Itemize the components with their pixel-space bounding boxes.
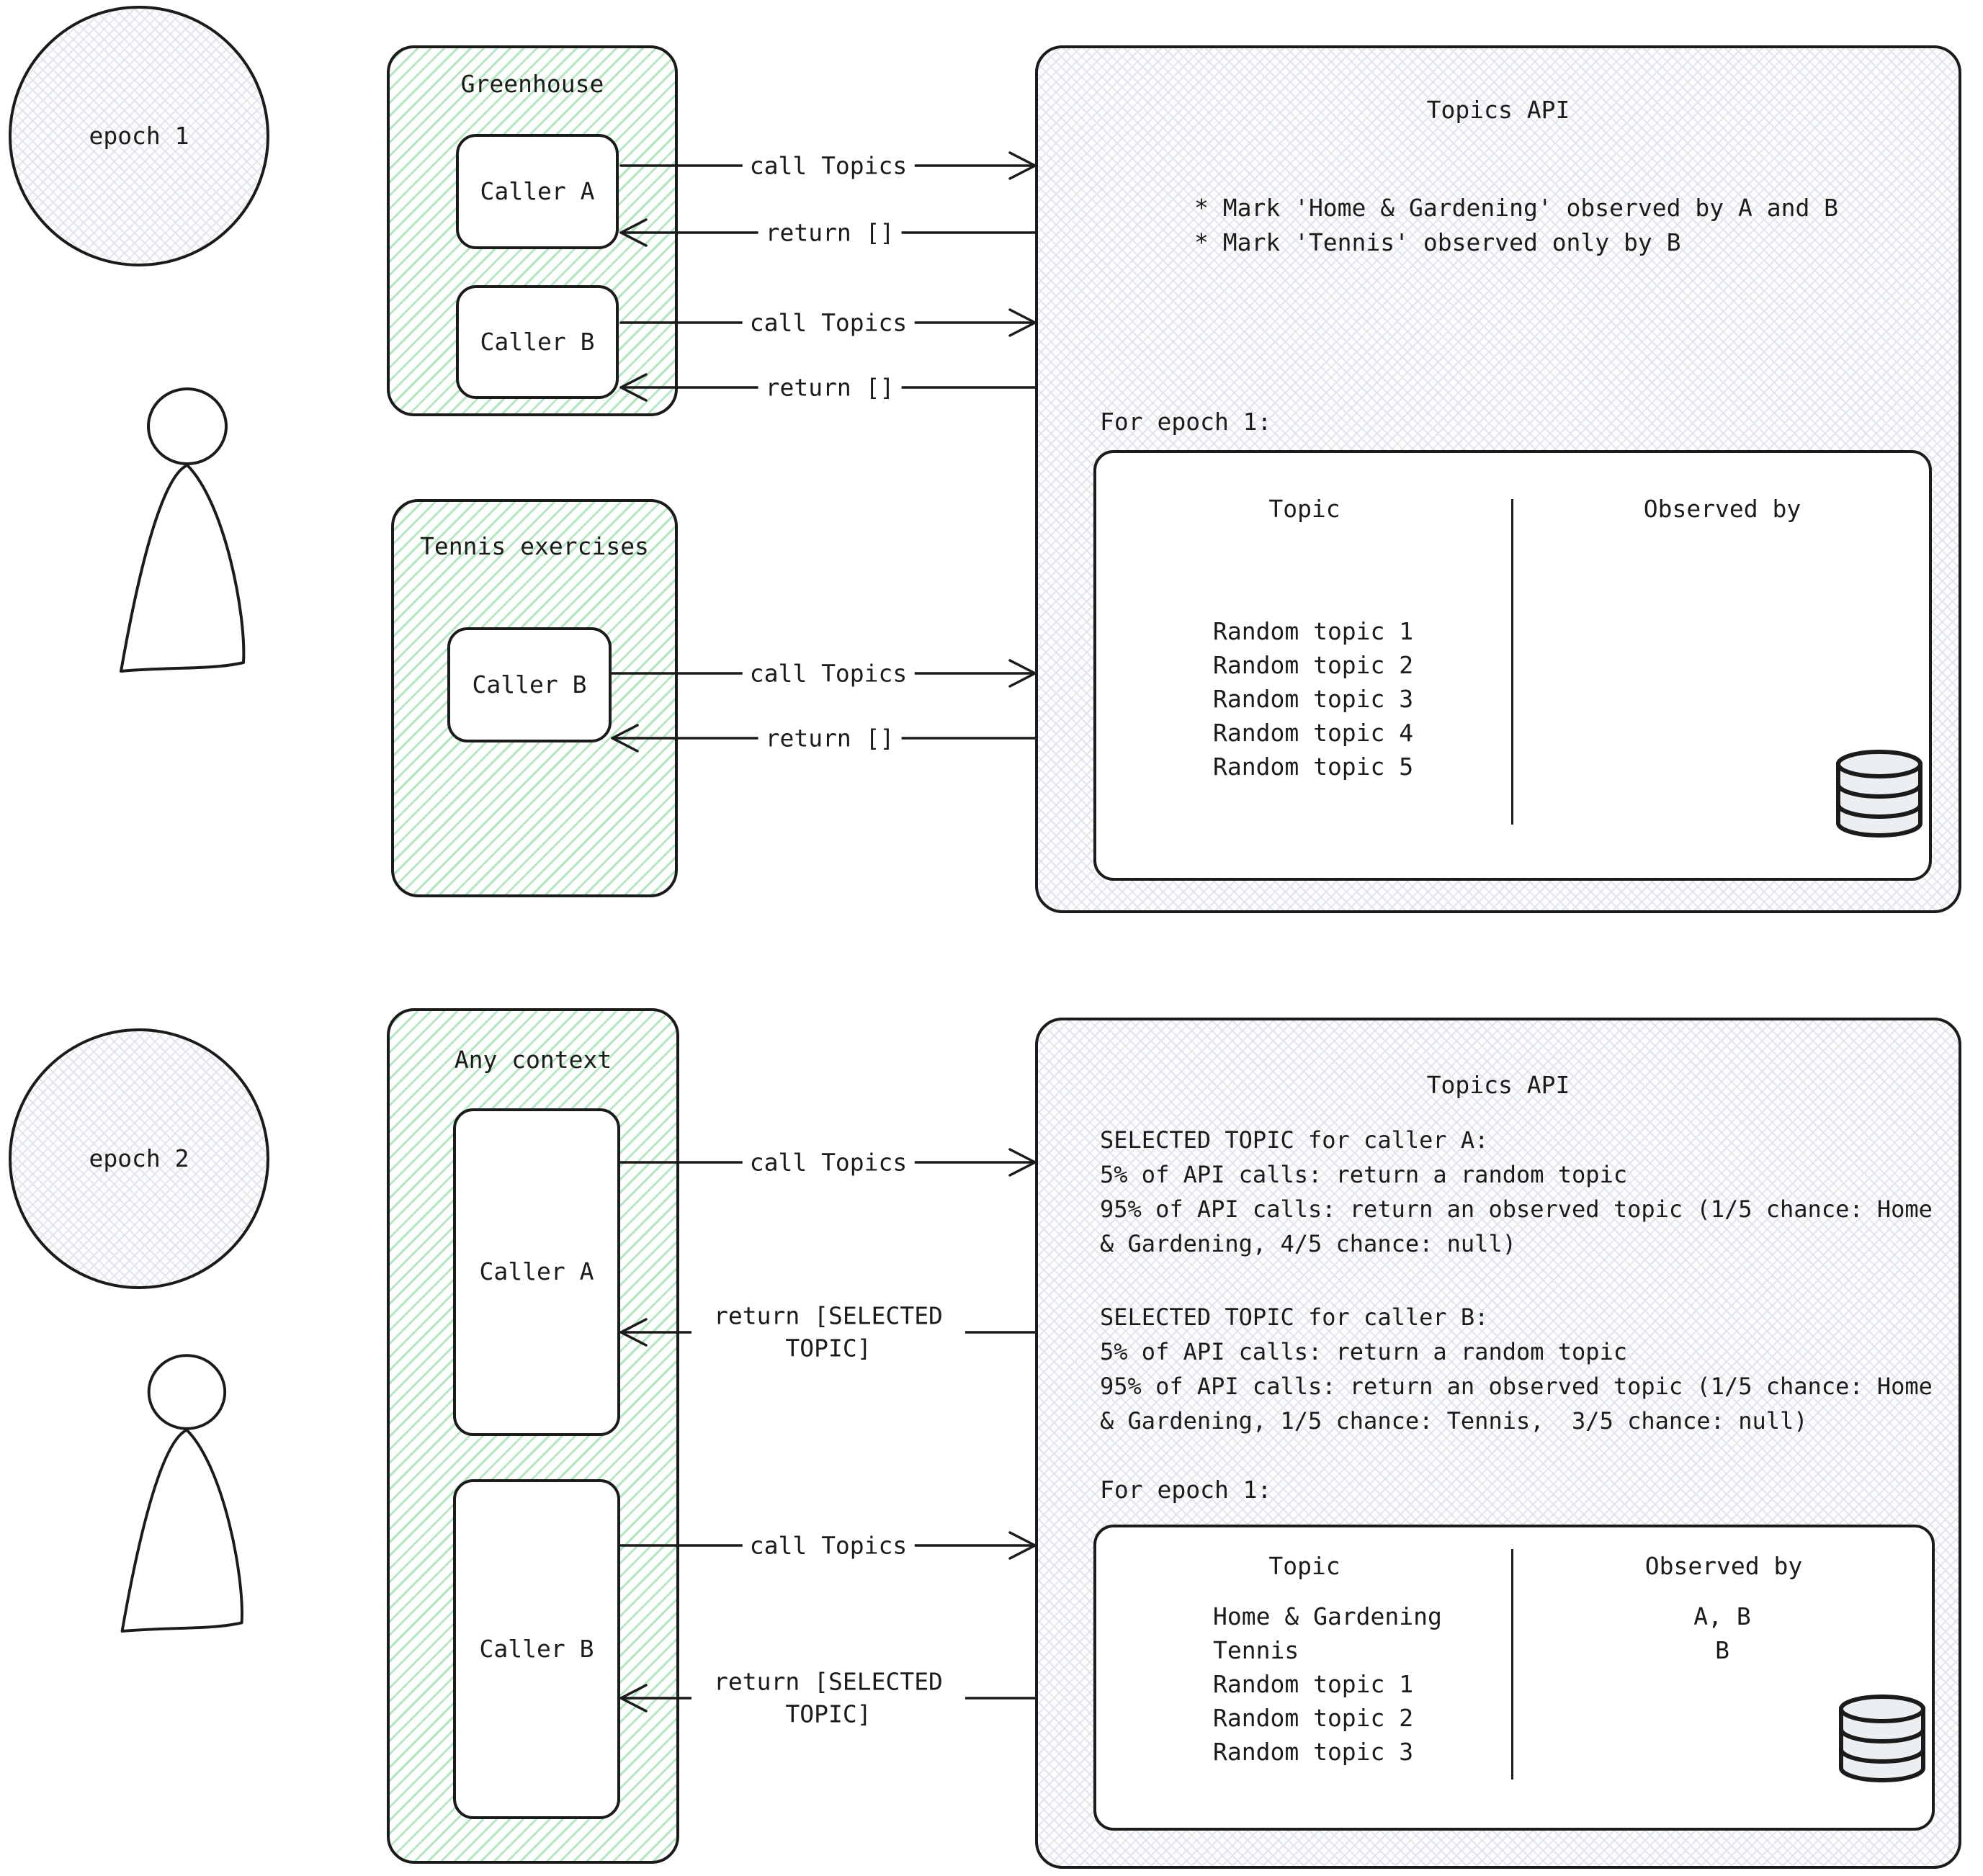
topics-api-title-epoch2: Topics API — [1426, 1071, 1570, 1099]
topics-api-title-epoch1: Topics API — [1426, 96, 1570, 124]
call-topics-label: call Topics — [742, 150, 915, 181]
topic-cell: Random topic 3 — [1213, 1738, 1414, 1766]
database-icon — [1836, 750, 1922, 838]
return-empty-label: return [] — [758, 217, 902, 248]
return-empty-label: return [] — [758, 722, 902, 754]
table-row: Random topic 3 — [1096, 1738, 1932, 1772]
table-divider — [1511, 499, 1513, 825]
epoch2-label: epoch 2 — [89, 1144, 189, 1172]
table-row: Random topic 2 — [1096, 1704, 1932, 1738]
any-context-title: Any context — [454, 1046, 612, 1074]
epoch1-label: epoch 1 — [89, 121, 189, 150]
table-row: Home & Gardening A, B — [1096, 1602, 1932, 1636]
topics-api-box-epoch2: Topics API SELECTED TOPIC for caller A: … — [1035, 1018, 1961, 1869]
caller-b-box-tennis: Caller B — [447, 627, 612, 742]
epoch2-circle: epoch 2 — [9, 1028, 269, 1289]
caller-a-box-epoch1: Caller A — [456, 134, 619, 249]
rule-line: 95% of API calls: return an observed top… — [1100, 1195, 1933, 1223]
api-note-line: * Mark 'Tennis' observed only by B — [1194, 228, 1681, 256]
caller-b-label: Caller B — [480, 327, 595, 356]
table-row: Random topic 2 — [1096, 651, 1929, 685]
rule-line: SELECTED TOPIC for caller B: — [1100, 1303, 1489, 1331]
for-epoch-label-epoch2: For epoch 1: — [1100, 1476, 1272, 1504]
observed-cell: A, B — [1693, 1602, 1751, 1630]
return-selected-topic-label: return [SELECTED TOPIC] — [691, 1664, 965, 1732]
table-row: Random topic 3 — [1096, 685, 1929, 719]
rule-line: 5% of API calls: return a random topic — [1100, 1338, 1628, 1365]
topic-cell: Random topic 2 — [1213, 1704, 1414, 1732]
caller-b-selection-rule: SELECTED TOPIC for caller B: 5% of API c… — [1100, 1300, 1933, 1438]
epoch1-circle: epoch 1 — [9, 6, 269, 266]
topic-cell: Home & Gardening — [1213, 1602, 1442, 1630]
call-topics-label: call Topics — [742, 307, 915, 338]
caller-b-label: Caller B — [479, 1634, 594, 1663]
rule-line: 5% of API calls: return a random topic — [1100, 1161, 1628, 1188]
table-row: Random topic 5 — [1096, 753, 1929, 786]
topics-table-epoch2: Topic Observed by Home & Gardening A, B … — [1093, 1525, 1935, 1831]
api-notes-epoch1: * Mark 'Home & Gardening' observed by A … — [1194, 191, 1838, 260]
rule-line: 95% of API calls: return an observed top… — [1100, 1373, 1933, 1400]
person-head — [147, 1354, 227, 1430]
topic-cell: Tennis — [1213, 1636, 1299, 1664]
caller-a-label: Caller A — [480, 176, 595, 205]
for-epoch-label-epoch1: For epoch 1: — [1100, 408, 1272, 436]
topics-api-box-epoch1: Topics API * Mark 'Home & Gardening' obs… — [1035, 45, 1961, 913]
caller-b-tennis-label: Caller B — [472, 670, 587, 699]
topic-cell: Random topic 1 — [1213, 1670, 1414, 1698]
table-row: Random topic 1 — [1096, 617, 1929, 651]
column-header-topic: Topic — [1268, 1552, 1340, 1580]
topic-cell: Random topic 4 — [1213, 719, 1414, 747]
database-icon — [1839, 1695, 1925, 1783]
greenhouse-title: Greenhouse — [460, 70, 604, 98]
table-row: Random topic 1 — [1096, 1670, 1932, 1704]
call-topics-label: call Topics — [742, 658, 915, 689]
observed-cell: B — [1715, 1636, 1729, 1664]
call-topics-label: call Topics — [742, 1530, 915, 1561]
column-header-observed: Observed by — [1644, 1552, 1803, 1580]
rule-line: & Gardening, 1/5 chance: Tennis, 3/5 cha… — [1100, 1407, 1808, 1435]
rule-line: SELECTED TOPIC for caller A: — [1100, 1126, 1489, 1154]
person-head — [147, 387, 228, 465]
table-divider — [1511, 1549, 1513, 1779]
column-header-topic: Topic — [1268, 495, 1340, 523]
table-row: Random topic 4 — [1096, 719, 1929, 753]
person-icon — [120, 1354, 243, 1633]
column-header-observed: Observed by — [1643, 495, 1801, 523]
topic-cell: Random topic 2 — [1213, 651, 1414, 679]
return-empty-label: return [] — [758, 372, 902, 403]
person-body — [120, 464, 246, 673]
api-note-line: * Mark 'Home & Gardening' observed by A … — [1194, 194, 1839, 222]
topic-cell: Random topic 5 — [1213, 753, 1414, 781]
caller-b-box-epoch2: Caller B — [453, 1479, 620, 1819]
caller-a-box-epoch2: Caller A — [453, 1108, 620, 1436]
tennis-title: Tennis exercises — [420, 532, 649, 560]
rule-line: & Gardening, 4/5 chance: null) — [1100, 1230, 1516, 1257]
caller-a-label: Caller A — [479, 1257, 594, 1286]
call-topics-label: call Topics — [742, 1146, 915, 1178]
person-body — [120, 1428, 243, 1633]
topic-cell: Random topic 3 — [1213, 685, 1414, 713]
topic-cell: Random topic 1 — [1213, 617, 1414, 645]
person-icon — [120, 387, 246, 673]
table-row: Tennis B — [1096, 1636, 1932, 1670]
caller-a-selection-rule: SELECTED TOPIC for caller A: 5% of API c… — [1100, 1123, 1933, 1261]
topics-table-epoch1: Topic Observed by Random topic 1 Random … — [1093, 450, 1932, 881]
caller-b-box-epoch1: Caller B — [456, 285, 619, 399]
return-selected-topic-label: return [SELECTED TOPIC] — [691, 1298, 965, 1366]
